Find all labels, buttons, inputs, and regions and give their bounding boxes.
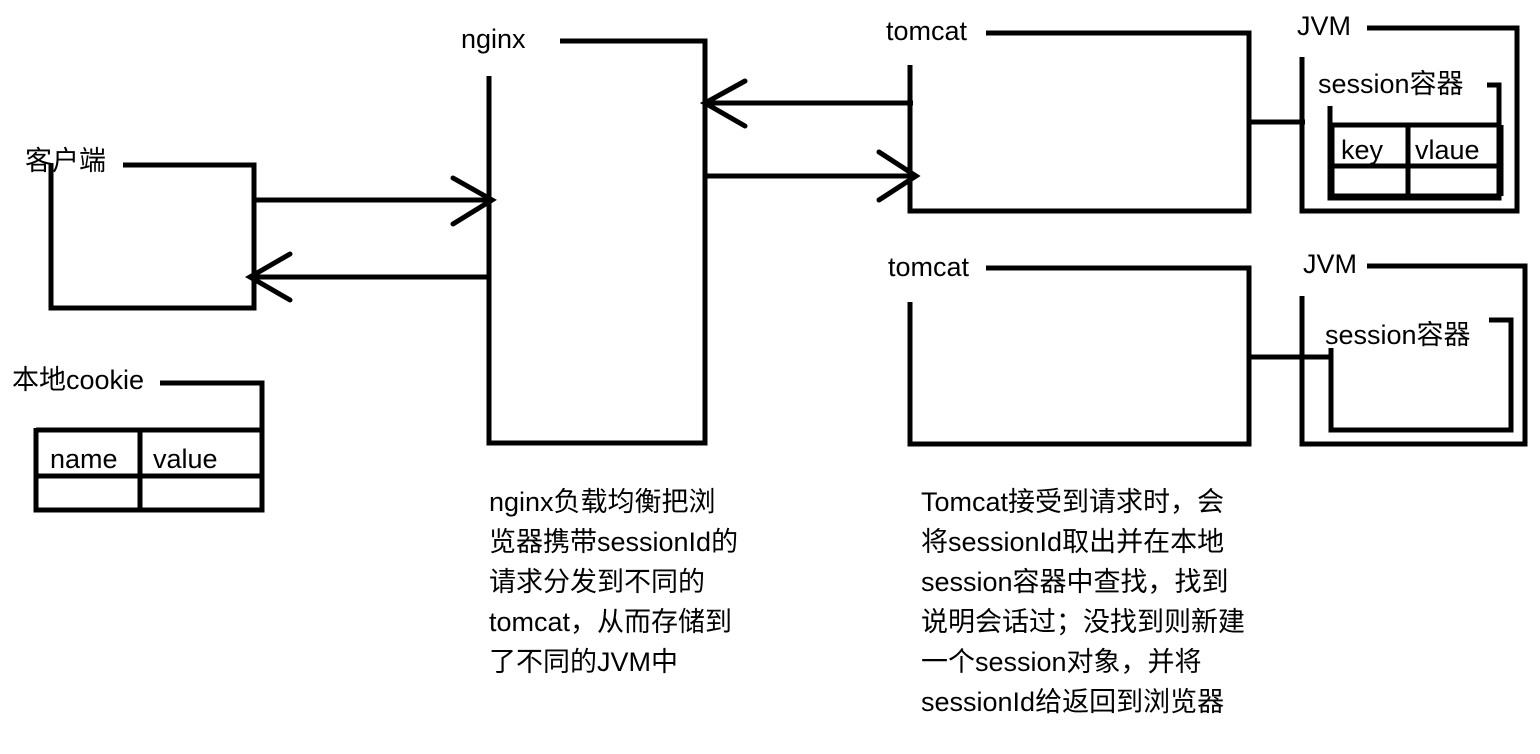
- nginx-label: nginx: [461, 24, 526, 54]
- edge-client-to-nginx: [254, 175, 497, 227]
- session-header-key: key: [1341, 135, 1384, 165]
- cookie-header-value: value: [153, 444, 218, 474]
- session-container-2-label: session容器: [1325, 320, 1471, 350]
- jvm-2-box-shape: [1299, 263, 1528, 447]
- session-header-vlaue: vlaue: [1415, 135, 1480, 165]
- client-label: 客户端: [25, 146, 106, 176]
- local-cookie-label: 本地cookie: [12, 365, 145, 395]
- nginx-box-shape: [486, 38, 708, 446]
- nginx-caption: nginx负载均衡把浏览器携带sessionId的请求分发到不同的tomcat，…: [489, 487, 739, 677]
- cookie-header-name: name: [50, 444, 118, 474]
- session-container-1-label: session容器: [1318, 69, 1464, 99]
- tomcat-caption: Tomcat接受到请求时，会将sessionId取出并在本地session容器中…: [921, 487, 1245, 717]
- edge-tomcat-to-nginx: [699, 78, 913, 129]
- jvm-1-label: JVM: [1297, 11, 1351, 41]
- tomcat-1-label: tomcat: [886, 16, 968, 46]
- tomcat-2-label: tomcat: [888, 252, 970, 282]
- jvm-1-box-shape: [1299, 25, 1520, 214]
- edge-nginx-to-tomcat: [705, 149, 921, 203]
- tomcat-1-box-shape: [907, 30, 1252, 214]
- client-box-shape: [48, 162, 257, 311]
- tomcat-2-box-shape: [907, 265, 1252, 447]
- jvm-2-label: JVM: [1303, 249, 1357, 279]
- edge-nginx-to-client: [244, 251, 489, 303]
- local-cookie-box-shape: [33, 380, 265, 513]
